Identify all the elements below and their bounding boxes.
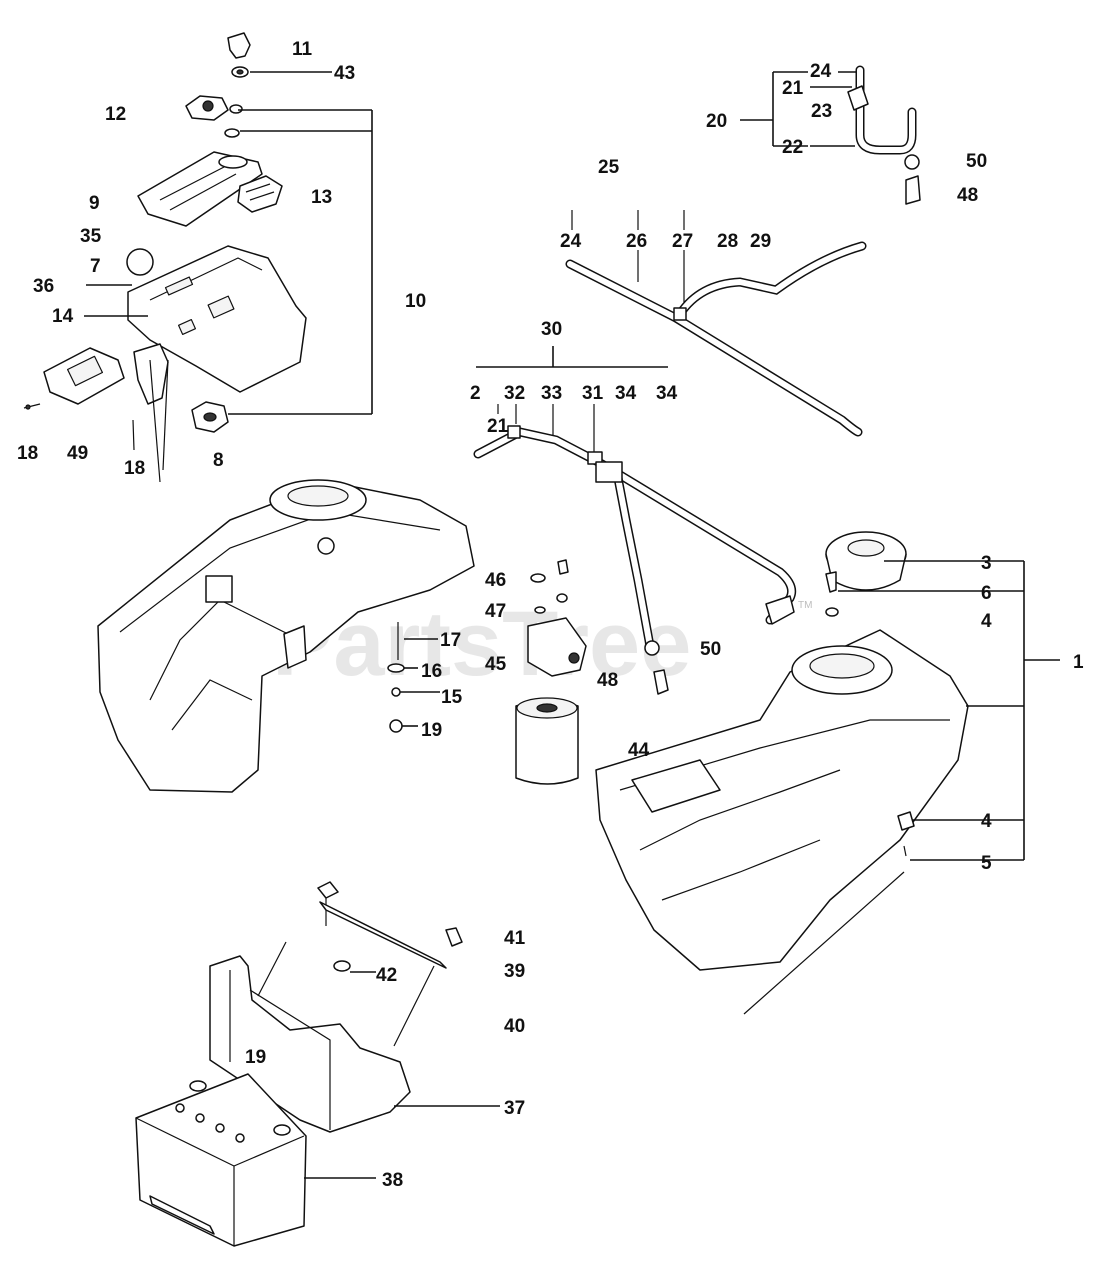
dash-panel-part <box>127 245 307 393</box>
callout-23: 23 <box>811 101 832 122</box>
callout-21: 21 <box>782 78 804 99</box>
callout-39: 39 <box>504 961 525 982</box>
callout-27: 27 <box>672 231 693 252</box>
callout-45: 45 <box>485 654 507 675</box>
callout-34: 34 <box>615 383 637 404</box>
callout-15: 15 <box>441 687 463 708</box>
callout-8: 8 <box>213 450 224 471</box>
callout-26: 26 <box>626 231 647 252</box>
fuel-pump-assembly <box>387 559 587 785</box>
callout-18: 18 <box>17 443 38 464</box>
callout-50: 50 <box>966 151 987 172</box>
callout-37: 37 <box>504 1098 525 1119</box>
knob-part <box>126 248 154 276</box>
ignition-key-part <box>227 32 251 59</box>
callout-4: 4 <box>981 811 992 832</box>
right-fuel-tank <box>595 531 1060 1015</box>
callout-41: 41 <box>504 928 526 949</box>
callout-32: 32 <box>504 383 525 404</box>
callout-11: 11 <box>292 39 313 60</box>
callout-31: 31 <box>582 383 604 404</box>
callout-35: 35 <box>80 226 102 247</box>
callout-33: 33 <box>541 383 562 404</box>
callout-labels: 11 43 12 13 9 35 7 36 14 10 18 49 18 8 2… <box>17 39 1084 1191</box>
fuel-line-assembly-lower <box>473 346 797 695</box>
battery-assembly <box>135 881 500 1247</box>
callout-19: 19 <box>245 1047 266 1068</box>
callout-24: 24 <box>560 231 582 252</box>
fuel-line-assembly-middle <box>565 210 867 437</box>
callout-7: 7 <box>90 256 101 277</box>
callout-47: 47 <box>485 601 506 622</box>
callout-25: 25 <box>598 157 620 178</box>
callout-44: 44 <box>628 740 650 761</box>
callout-50: 50 <box>700 639 721 660</box>
callout-22: 22 <box>782 137 803 158</box>
callout-43: 43 <box>334 63 355 84</box>
callout-36: 36 <box>33 276 54 297</box>
callout-48: 48 <box>597 670 618 691</box>
callout-21: 21 <box>487 416 509 437</box>
callout-3: 3 <box>981 553 992 574</box>
callout-17: 17 <box>440 630 461 651</box>
callout-2: 2 <box>470 383 481 404</box>
fuel-line-assembly-top <box>740 65 921 205</box>
callout-48: 48 <box>957 185 978 206</box>
hose-clamp-part <box>847 85 869 111</box>
fitting-part <box>904 154 920 170</box>
callout-19: 19 <box>421 720 442 741</box>
callout-30: 30 <box>541 319 562 340</box>
callout-16: 16 <box>421 661 442 682</box>
watermark-trademark: TM <box>798 600 812 611</box>
callout-24: 24 <box>810 61 832 82</box>
hold-down-nut-part <box>333 960 351 972</box>
callout-1: 1 <box>1073 652 1084 673</box>
upper-dash-plate-part <box>137 151 263 227</box>
callout-42: 42 <box>376 965 397 986</box>
callout-20: 20 <box>706 111 727 132</box>
callout-10: 10 <box>405 291 426 312</box>
callout-49: 49 <box>67 443 88 464</box>
callout-18: 18 <box>124 458 145 479</box>
callout-12: 12 <box>105 104 126 125</box>
callout-38: 38 <box>382 1170 403 1191</box>
throttle-control-part <box>237 175 283 213</box>
callout-34: 34 <box>656 383 678 404</box>
dash-panel-assembly <box>23 32 373 483</box>
callout-28: 28 <box>717 231 738 252</box>
callout-46: 46 <box>485 570 506 591</box>
callout-13: 13 <box>311 187 332 208</box>
callout-9: 9 <box>89 193 100 214</box>
callout-14: 14 <box>52 306 74 327</box>
left-fuel-tank <box>97 479 475 793</box>
callout-40: 40 <box>504 1016 525 1037</box>
callout-4: 4 <box>981 611 992 632</box>
callout-6: 6 <box>981 583 992 604</box>
callout-5: 5 <box>981 853 992 874</box>
callout-29: 29 <box>750 231 771 252</box>
